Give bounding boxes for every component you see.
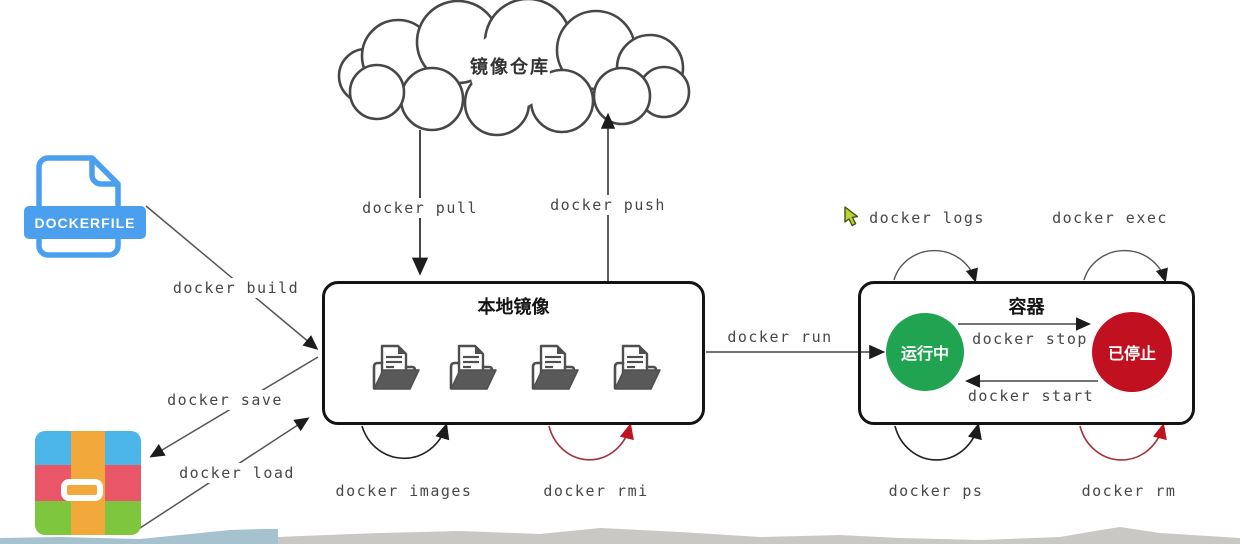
- docker-rmi-loop-arrow: [548, 422, 634, 461]
- docker-start-label: docker start: [967, 387, 1095, 405]
- docker-save-label: docker save: [162, 390, 288, 410]
- docker-run-label: docker run: [727, 328, 833, 346]
- cloud-label: 镜像仓库: [470, 57, 550, 77]
- docker-images-label: docker images: [335, 482, 473, 500]
- docker-pull-label: docker pull: [357, 198, 483, 218]
- docker-load-label: docker load: [174, 463, 300, 483]
- docker-stop-label: docker stop: [972, 330, 1088, 348]
- state-running-circle: 运行中: [886, 313, 964, 391]
- docker-exec-loop-arrow: [1083, 249, 1168, 283]
- docker-logs-loop-arrow: [893, 249, 978, 283]
- cloud-shape: [337, 0, 691, 137]
- docker-ps-loop-arrow: [894, 422, 982, 461]
- docker-rm-label: docker rm: [1081, 482, 1177, 500]
- docker-rmi-label: docker rmi: [543, 482, 649, 500]
- archive-buckle: [61, 479, 103, 501]
- docker-ps-label: docker ps: [888, 482, 984, 500]
- mouse-cursor-icon: [844, 206, 859, 227]
- docker-push-label: docker push: [545, 195, 671, 215]
- container-box: 容器: [858, 281, 1195, 425]
- docker-build-arrow: [145, 205, 319, 350]
- local-images-title: 本地镜像: [477, 297, 550, 317]
- archive-file-icon: [35, 431, 141, 535]
- docker-logs-label: docker logs: [869, 209, 985, 227]
- docker-rm-loop-arrow: [1079, 422, 1167, 461]
- docker-exec-label: docker exec: [1052, 209, 1168, 227]
- container-title: 容器: [1008, 297, 1045, 317]
- docker-build-label: docker build: [167, 278, 305, 298]
- dockerfile-banner-label: DOCKERFILE: [24, 206, 146, 239]
- docker-images-loop-arrow: [361, 422, 450, 460]
- state-stopped-circle: 已停止: [1092, 312, 1172, 392]
- local-images-box: 本地镜像: [322, 281, 705, 425]
- video-progress-band: [0, 527, 1240, 544]
